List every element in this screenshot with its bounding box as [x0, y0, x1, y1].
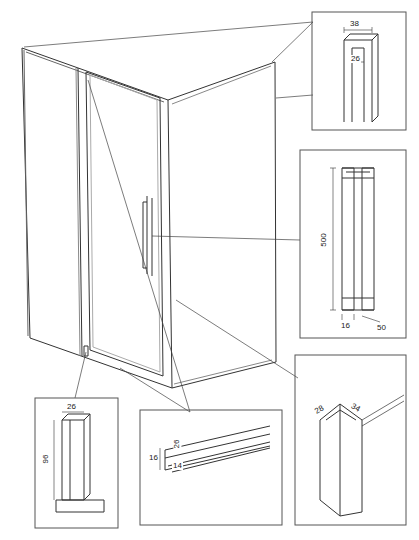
dimension-label: 96 [42, 454, 50, 465]
dimension-label: 38 [349, 20, 360, 28]
dimension-label: 28 [313, 404, 326, 416]
dimension-label: 16 [340, 322, 351, 330]
dimension-label: 26 [350, 55, 361, 63]
door-frame [86, 72, 163, 376]
dimension-label: 14 [172, 462, 183, 470]
dimension-label: 26 [66, 403, 77, 411]
dimension-label: 26 [173, 439, 181, 450]
fixed-panel-edge [78, 68, 82, 356]
side-panel [168, 62, 276, 388]
front-panel [22, 48, 172, 388]
dimension-label: 16 [148, 454, 159, 462]
dimension-label: 500 [320, 232, 328, 247]
dimension-label: 50 [376, 324, 387, 332]
